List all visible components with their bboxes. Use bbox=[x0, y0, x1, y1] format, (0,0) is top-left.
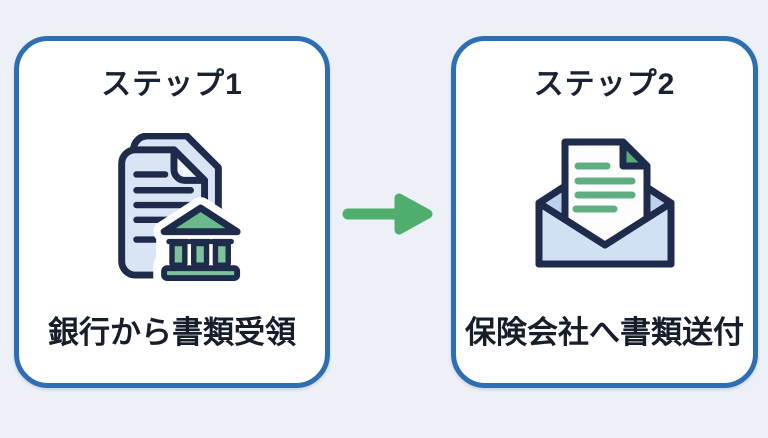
document-from-bank-icon bbox=[118, 133, 243, 284]
step-1-title: ステップ1 bbox=[101, 68, 243, 101]
step-card-2: ステップ2 保険会社へ書類送付 bbox=[451, 36, 758, 388]
right-arrow-icon bbox=[342, 193, 433, 235]
step-2-label: 保険会社へ書類送付 bbox=[465, 314, 744, 350]
step-2-title: ステップ2 bbox=[533, 68, 676, 101]
step-1-label: 銀行から書類受領 bbox=[48, 314, 296, 350]
envelope-with-letter-icon bbox=[535, 138, 674, 268]
step-1-icon-area bbox=[101, 103, 243, 314]
step-2-icon-area bbox=[535, 103, 675, 314]
step-card-1: ステップ1 bbox=[14, 36, 330, 388]
